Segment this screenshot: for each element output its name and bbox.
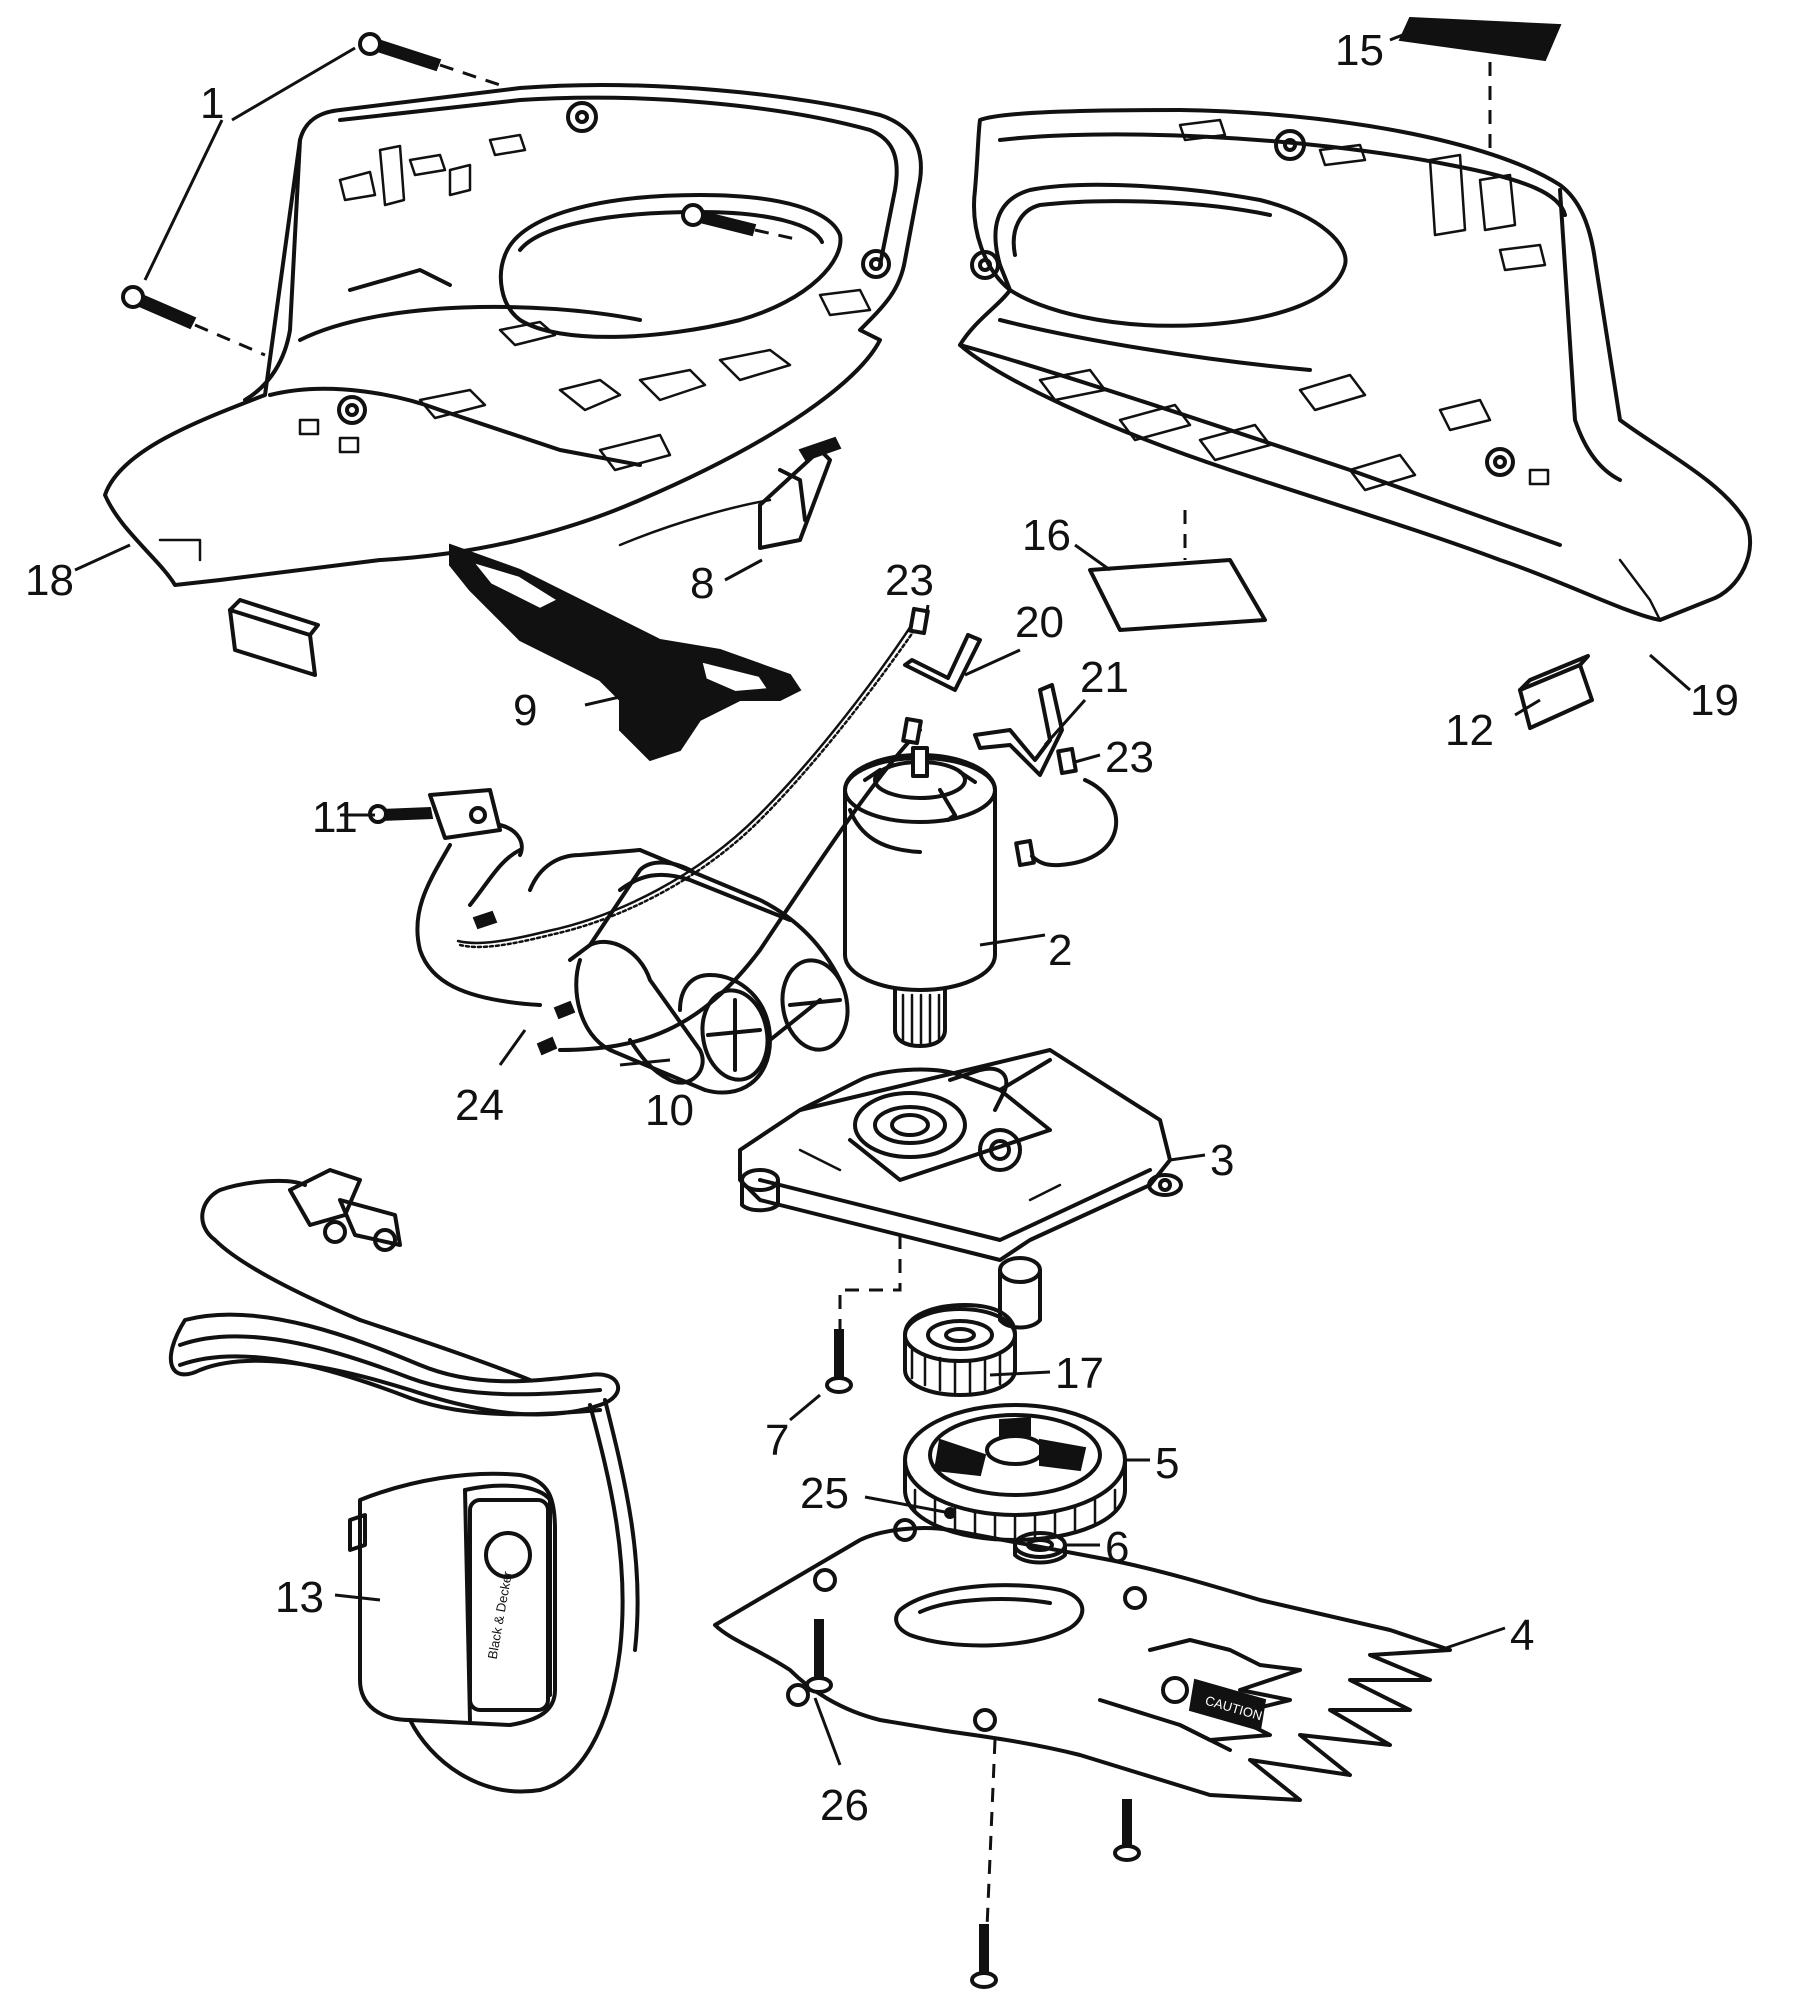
drive-gear [903, 1403, 1127, 1542]
left-housing-half [103, 83, 923, 587]
gear-housing [738, 1048, 1183, 1330]
callout-20: 20 [1015, 598, 1064, 647]
screw-26-left [805, 1619, 833, 1694]
connector-23-right [1014, 746, 1119, 868]
callout-8: 8 [690, 559, 714, 608]
battery-pack [528, 848, 850, 1095]
cutting-blade: CAUTION [713, 1518, 1452, 1802]
callout-26: 26 [820, 1781, 869, 1830]
screw-7 [825, 1329, 853, 1394]
rubber-pad-left [228, 598, 320, 677]
charger: Black & Decker [168, 1168, 640, 1794]
callout-3: 3 [1210, 1136, 1234, 1185]
battery-lead-wire [415, 618, 922, 1056]
callout-10: 10 [645, 1086, 694, 1135]
terminal-21 [973, 683, 1064, 777]
charger-brand-text: Black & Decker [485, 1569, 515, 1660]
switch-actuator [449, 543, 802, 762]
callout-17: 17 [1055, 1349, 1104, 1398]
callout-23-right: 23 [1105, 733, 1154, 782]
callout-1: 1 [200, 79, 224, 128]
screw-1-left [121, 285, 197, 330]
screw-1-middle [681, 203, 757, 237]
callout-15: 15 [1335, 26, 1384, 75]
screw-26-right [1113, 1799, 1141, 1862]
leader-lines [74, 30, 1691, 1766]
callout-21: 21 [1080, 653, 1129, 702]
callout-6: 6 [1105, 1523, 1129, 1572]
motor [843, 746, 997, 1048]
callout-5: 5 [1155, 1439, 1179, 1488]
callout-24: 24 [455, 1081, 504, 1130]
callout-18: 18 [25, 556, 74, 605]
charging-jack [368, 788, 524, 857]
callout-23-top: 23 [885, 556, 934, 605]
callout-7: 7 [765, 1416, 789, 1465]
screw-26-bottom [970, 1924, 998, 1989]
callout-25: 25 [800, 1469, 849, 1518]
callout-11: 11 [312, 793, 358, 842]
callout-13: 13 [275, 1573, 324, 1622]
switch-slider [618, 436, 842, 550]
rating-label [1088, 558, 1267, 632]
callout-12: 12 [1445, 706, 1494, 755]
pinion-gear [903, 1303, 1017, 1397]
callout-9: 9 [513, 686, 537, 735]
callout-16: 16 [1022, 511, 1071, 560]
callout-4: 4 [1510, 1611, 1534, 1660]
connector-23-middle [901, 716, 923, 746]
screw-1-top [358, 32, 442, 72]
pin-25 [944, 1507, 956, 1519]
nameplate [1398, 16, 1562, 62]
terminal-20 [903, 633, 982, 692]
right-housing-half [958, 108, 1752, 622]
callout-19: 19 [1690, 676, 1739, 725]
callout-numbers: 1 2 3 4 5 6 7 8 9 10 11 12 13 15 16 17 1… [25, 26, 1739, 1830]
rubber-pad-right [1518, 654, 1594, 730]
callout-2: 2 [1048, 926, 1072, 975]
